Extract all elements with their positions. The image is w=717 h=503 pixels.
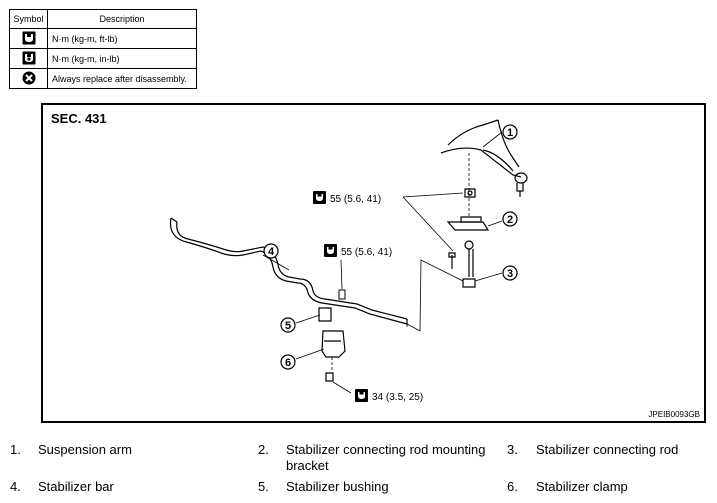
- callout-1: 1: [502, 124, 518, 140]
- stabilizer-bar-drawing: [169, 217, 408, 325]
- torque-wrench-small-icon: [22, 51, 35, 64]
- callout-4: 4: [263, 243, 279, 259]
- connecting-rod-drawing: [448, 240, 476, 288]
- part-name: Stabilizer bar: [38, 479, 114, 494]
- torque-value: 55 (5.6, 41): [330, 194, 381, 205]
- part-number: 6.: [507, 479, 518, 494]
- part-number: 3.: [507, 442, 518, 457]
- callout-5-label: 5: [285, 320, 291, 332]
- torque-label-clamp: 34 (3.5, 25): [355, 389, 423, 403]
- part-name: Stabilizer clamp: [536, 479, 628, 494]
- callout-2-label: 2: [507, 214, 513, 226]
- legend-row-description: Always replace after disassembly.: [47, 68, 197, 89]
- part-number: 5.: [258, 479, 269, 494]
- section-label: SEC. 431: [51, 111, 107, 126]
- callout-1-label: 1: [507, 127, 513, 139]
- suspension-arm-drawing: [440, 119, 528, 197]
- torque-label-bar-nut: 55 (5.6, 41): [324, 244, 392, 258]
- part-number: 1.: [10, 442, 21, 457]
- part-name: Stabilizer connecting rod mounting brack…: [286, 442, 486, 473]
- part-name: Suspension arm: [38, 442, 132, 457]
- callout-3-label: 3: [507, 268, 513, 280]
- bushing-clamp-drawing: [318, 307, 346, 382]
- part-number: 2.: [258, 442, 269, 457]
- figure-code: JPEIB0093GB: [648, 410, 700, 419]
- callout-2: 2: [502, 211, 518, 227]
- legend-header-description: Description: [47, 9, 197, 29]
- callout-4-label: 4: [268, 246, 275, 258]
- legend-header-symbol: Symbol: [9, 9, 48, 29]
- callout-3: 3: [502, 265, 518, 281]
- part-name: Stabilizer connecting rod: [536, 442, 679, 457]
- part-name: Stabilizer bushing: [286, 479, 389, 494]
- symbol-legend-table: Symbol Description N·m (kg-m, ft-lb) N·m…: [9, 9, 197, 89]
- callout-6-label: 6: [285, 357, 291, 369]
- section-diagram: SEC. 431: [41, 103, 706, 423]
- torque-label-rod-upper: 55 (5.6, 41): [313, 191, 381, 205]
- part-number: 4.: [10, 479, 21, 494]
- torque-value: 55 (5.6, 41): [341, 247, 392, 258]
- torque-value: 34 (3.5, 25): [372, 392, 423, 403]
- legend-row-description: N·m (kg-m, in-lb): [47, 48, 197, 69]
- torque-wrench-icon: [22, 31, 35, 44]
- stabilizer-exploded-view: 1 2 3 4 5 6 55 (5.6, 41): [169, 119, 528, 403]
- callout-6: 6: [280, 354, 296, 370]
- connecting-rod-bracket-drawing: [446, 188, 490, 231]
- callout-5: 5: [280, 317, 296, 333]
- legend-row-description: N·m (kg-m, ft-lb): [47, 28, 197, 49]
- always-replace-icon: [22, 71, 35, 84]
